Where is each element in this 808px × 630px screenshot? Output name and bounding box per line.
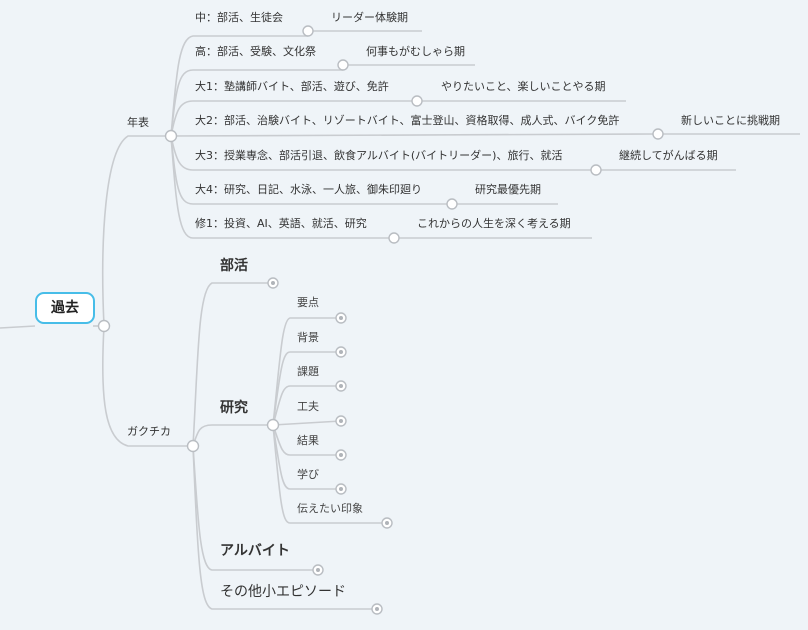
research-point[interactable]: 要点 [297, 296, 319, 309]
connector-tl-7 [170, 135, 394, 239]
rp-4-expand-knob[interactable] [335, 415, 347, 427]
research-point[interactable]: 課題 [297, 365, 319, 378]
connector-tl-5 [170, 135, 596, 171]
phase-label[interactable]: これからの人生を深く考える期 [417, 217, 571, 230]
timeline-collapse-knob[interactable] [164, 129, 178, 143]
club-expand-knob[interactable] [267, 277, 279, 289]
connector-tl-4 [170, 133, 659, 137]
timeline-item[interactable]: 修1：投資、AI、英語、就活、研究 [195, 217, 367, 230]
rp-5-expand-knob[interactable] [335, 449, 347, 461]
research-point[interactable]: 工夫 [297, 400, 319, 413]
phase-6-knob[interactable] [446, 198, 458, 210]
rp-3-expand-knob[interactable] [335, 380, 347, 392]
connector-gk-research [192, 424, 273, 447]
connector-tl-2 [170, 69, 343, 137]
phase-5-knob[interactable] [590, 164, 602, 176]
connector-rp-5 [272, 424, 341, 456]
connector-rp-2 [272, 351, 341, 426]
phase-label[interactable]: 研究最優先期 [475, 183, 541, 196]
research-point[interactable]: 伝えたい印象 [297, 502, 363, 515]
topic-research[interactable]: 研究 [220, 400, 248, 416]
phase-2-knob[interactable] [337, 59, 349, 71]
rp-2-expand-knob[interactable] [335, 346, 347, 358]
parttime-expand-knob[interactable] [312, 564, 324, 576]
root-node-kako[interactable]: 過去 [35, 292, 95, 324]
other-expand-knob[interactable] [371, 603, 383, 615]
timeline-item[interactable]: 大3：授業専念、部活引退、飲食アルバイト(バイトリーダー)、旅行、就活 [195, 149, 563, 162]
phase-4-knob[interactable] [652, 128, 664, 140]
phase-label[interactable]: やりたいこと、楽しいことやる期 [441, 80, 606, 93]
phase-7-knob[interactable] [388, 232, 400, 244]
phase-label[interactable]: 継続してがんばる期 [619, 149, 718, 162]
connector-gk-other [192, 445, 377, 610]
connector-rp-4 [272, 420, 342, 426]
connector-rp-7 [272, 424, 387, 524]
topic-parttime[interactable]: アルバイト [220, 543, 290, 559]
phase-label[interactable]: 何事もがむしゃら期 [366, 45, 465, 58]
phase-label[interactable]: 新しいことに挑戦期 [681, 114, 780, 127]
connector-tl-3 [170, 100, 417, 137]
phase-3-knob[interactable] [411, 95, 423, 107]
rp-7-expand-knob[interactable] [381, 517, 393, 529]
timeline-node[interactable]: 年表 [127, 116, 149, 129]
phase-label[interactable]: リーダー体験期 [331, 11, 408, 24]
phase-1-knob[interactable] [302, 25, 314, 37]
research-point[interactable]: 背景 [297, 331, 319, 344]
gakuchika-node[interactable]: ガクチカ [127, 425, 171, 438]
research-point[interactable]: 結果 [297, 434, 319, 447]
timeline-item[interactable]: 大1：塾講師バイト、部活、遊び、免許 [195, 80, 389, 93]
timeline-item[interactable]: 大4：研究、日記、水泳、一人旅、御朱印廻り [195, 183, 422, 196]
connector-root-gakuchika [101, 325, 193, 447]
rp-6-expand-knob[interactable] [335, 483, 347, 495]
timeline-item[interactable]: 中：部活、生徒会 [195, 11, 283, 24]
connector-root-entry [0, 325, 36, 329]
timeline-item[interactable]: 大2：部活、治験バイト、リゾートバイト、富士登山、資格取得、成人式、バイク免許 [195, 114, 620, 127]
research-collapse-knob[interactable] [266, 418, 280, 432]
topic-club[interactable]: 部活 [220, 258, 248, 274]
research-point[interactable]: 学び [297, 468, 319, 481]
connector-root-timeline [101, 135, 171, 327]
gakuchika-collapse-knob[interactable] [186, 439, 200, 453]
topic-other-episodes[interactable]: その他小エピソード [220, 584, 346, 600]
timeline-item[interactable]: 高：部活、受験、文化祭 [195, 45, 316, 58]
connector-gk-club [192, 282, 273, 447]
root-collapse-knob[interactable] [97, 319, 111, 333]
connector-rp-6 [272, 424, 341, 490]
rp-1-expand-knob[interactable] [335, 312, 347, 324]
connector-rp-3 [272, 385, 341, 426]
